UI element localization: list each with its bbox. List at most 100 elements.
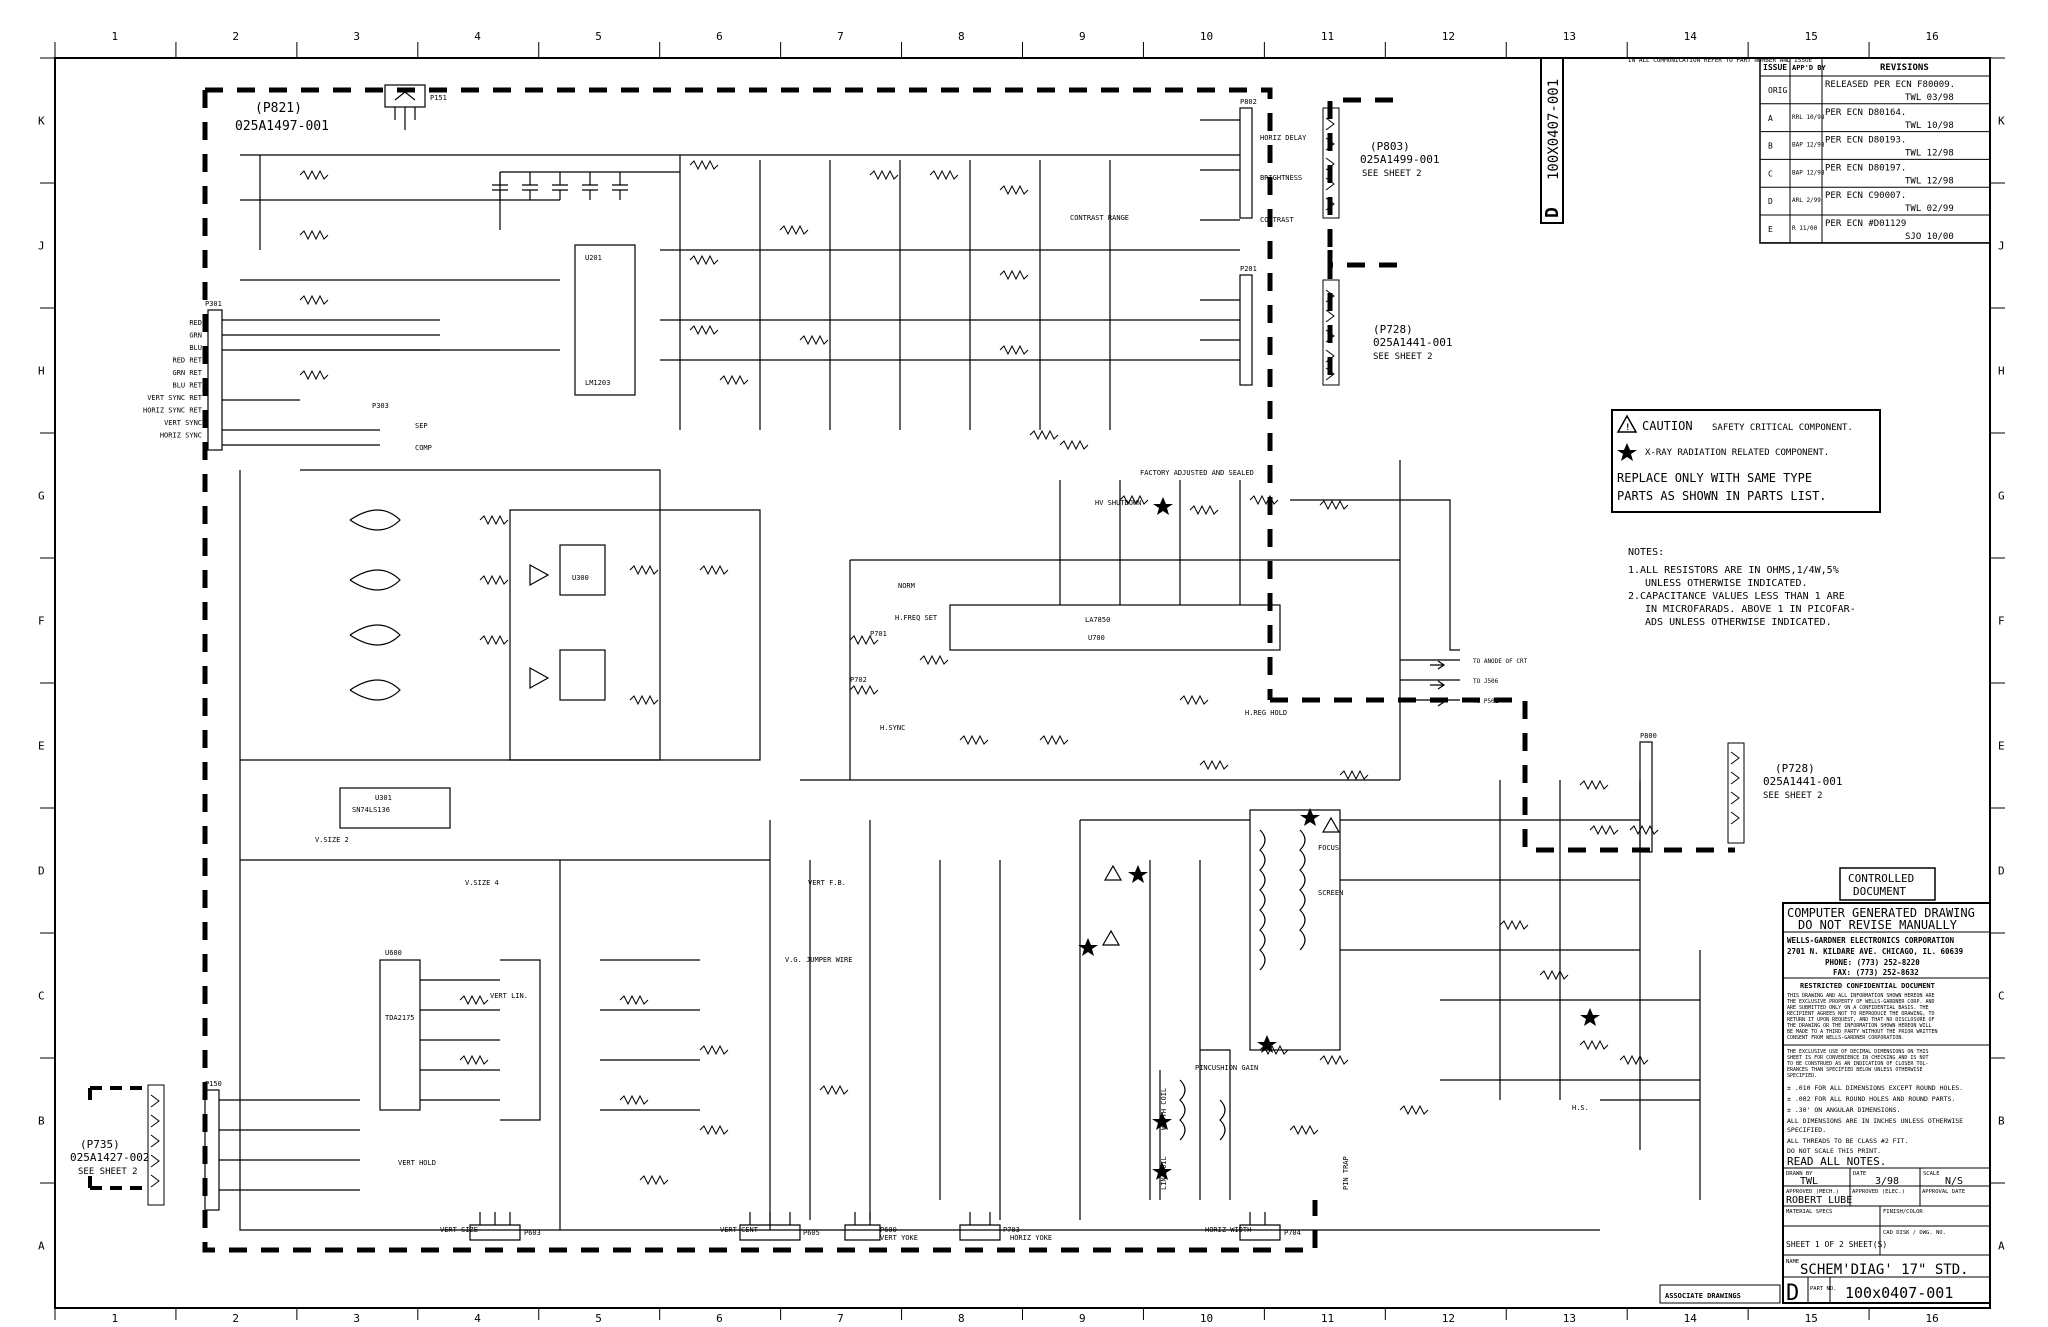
p802-contrast: CONTRAST [1260, 216, 1295, 224]
grid-col-label: 5 [595, 1312, 602, 1325]
grid-row-label: K [38, 115, 45, 128]
confidential-line: THIS DRAWING AND ALL INFORMATION SHOWN H… [1787, 993, 1935, 999]
ic-sn74ls136: SN74LS136 [352, 806, 390, 814]
ic-u600: U600 [385, 949, 402, 957]
notes-block: NOTES: 1.ALL RESISTORS ARE IN OHMS,1/4W,… [1628, 547, 1856, 628]
part-number: 100x0407-001 [1845, 1284, 1953, 1302]
vertical-size-letter: D [1542, 207, 1563, 218]
ic-u201: U201 [585, 254, 602, 262]
grid-row-label: B [38, 1115, 45, 1128]
sep-label: SEP [415, 422, 428, 430]
rgb-input-label: HORIZ SYNC RET [143, 407, 203, 415]
plug-p800: P800 [1640, 732, 1657, 740]
restricted-title: RESTRICTED CONFIDENTIAL DOCUMENT [1800, 982, 1935, 990]
rev-header-revisions: REVISIONS [1880, 63, 1929, 73]
grid-col-label: 8 [958, 1312, 965, 1325]
rev-sign: TWL 03/98 [1905, 93, 1954, 103]
plug-p201: P201 [1240, 265, 1257, 273]
rev-issue: ORIG [1768, 86, 1787, 95]
vert-hold-label: VERT HOLD [398, 1159, 436, 1167]
drawn-label: DRAWN BY [1786, 1171, 1813, 1177]
rev-header-appd: APP'D BY [1792, 64, 1827, 72]
p728-top-part: 025A1441-001 [1373, 336, 1452, 349]
grid-col-label: 15 [1805, 30, 1818, 43]
caution-replace-1: REPLACE ONLY WITH SAME TYPE [1617, 471, 1812, 485]
ic-lm1203: LM1203 [585, 379, 610, 387]
grid-row-label: C [38, 990, 45, 1003]
rgb-input-label: BLU RET [172, 382, 202, 390]
rev-issue: D [1768, 197, 1773, 206]
grid-col-label: 1 [111, 30, 118, 43]
rev-appd: BAP 12/98 [1792, 142, 1825, 149]
p728-top-note: SEE SHEET 2 [1373, 352, 1433, 362]
grid-row-label: G [38, 490, 45, 503]
company-name: WELLS-GARDNER ELECTRONICS CORPORATION [1787, 936, 1955, 945]
vg-jumper-label: V.G. JUMPER WIRE [785, 956, 852, 964]
rev-appd: RRL 10/98 [1792, 114, 1825, 121]
connector-p803: (P803) 025A1499-001 SEE SHEET 2 [1322, 107, 1439, 219]
vert-yoke-label: VERT YOKE [880, 1234, 918, 1242]
controlled-document-box: CONTROLLED DOCUMENT [1839, 867, 1936, 901]
vert-fb-label: VERT F.B. [808, 879, 846, 887]
rev-appd: R 11/00 [1792, 225, 1818, 232]
hfreq-set-label: H.FREQ SET [895, 614, 938, 622]
grid-row-label: H [38, 365, 45, 378]
connector-p728-top: (P728) 025A1441-001 SEE SHEET 2 [1322, 279, 1452, 386]
rgb-input-label: RED RET [172, 357, 202, 365]
note-line-4: IN MICROFARADS. ABOVE 1 IN PICOFAR- [1645, 604, 1856, 615]
notes-title: NOTES: [1628, 547, 1664, 558]
grid-col-label: 13 [1563, 1312, 1576, 1325]
rev-sign: TWL 02/99 [1905, 204, 1954, 214]
plug-p704: P704 [1284, 1229, 1301, 1237]
vert-lin-label: VERT LIN. [490, 992, 528, 1000]
confidential-line: BE MADE TO A THIRD PARTY WITHOUT THE PRI… [1787, 1029, 1938, 1035]
rev-text: PER ECN D80193. [1825, 136, 1906, 146]
rev-issue: A [1768, 114, 1773, 123]
xray-star-icon [1617, 443, 1637, 461]
p728-bottom-note: SEE SHEET 2 [1763, 791, 1823, 801]
chassis-boundary [202, 87, 1735, 1253]
confidential-line: THE EXCLUSIVE PROPERTY OF WELLS-GARDNER … [1787, 999, 1935, 1005]
bottom-plug-labels: VERT SIZE VERT CENT VERT YOKE HORIZ YOKE… [440, 1226, 1251, 1242]
vertical-drawing-number: 100X0407-001 [1546, 79, 1562, 180]
rgb-input-label: VERT SYNC [164, 419, 202, 427]
xray-star-icon [1580, 1008, 1600, 1026]
p728-bottom-part: 025A1441-001 [1763, 775, 1842, 788]
rgb-input-label: BLU [189, 344, 202, 352]
company-fax: FAX: (773) 252-8632 [1833, 968, 1919, 977]
grid-col-label: 7 [837, 30, 844, 43]
confidential-line: THE DRAWING OR THE INFORMATION SHOWN HER… [1787, 1023, 1932, 1029]
xray-star-icon [1128, 865, 1148, 883]
grid-col-label: 1 [111, 1312, 118, 1325]
drawing-name: SCHEM'DIAG' 17" STD. [1800, 1262, 1969, 1278]
rev-appd: ARL 2/99 [1792, 197, 1821, 204]
xray-star-icon [1257, 1035, 1277, 1053]
grid-col-label: 14 [1684, 30, 1698, 43]
grid-col-label: 2 [232, 1312, 239, 1325]
resistor-symbols [299, 159, 1659, 1186]
scale-value: N/S [1945, 1176, 1963, 1187]
caution-triangle-icon [1103, 864, 1123, 881]
ic-tda2175: TDA2175 [385, 1014, 415, 1022]
plug-p150: P150 [205, 1080, 222, 1088]
plug-p605: P605 [803, 1229, 820, 1237]
plug-p702: P702 [850, 676, 867, 684]
grid-row-label: E [38, 740, 45, 753]
comm-note: IN ALL COMMUNICATION REFER TO PART NUMBE… [1628, 57, 1813, 64]
xray-star-icon [1152, 1162, 1172, 1180]
screen-label: SCREEN [1318, 889, 1343, 897]
associate-drawings-box: ASSOCIATE DRAWINGS [1659, 1284, 1781, 1304]
to-anode-label: TO ANODE OF CRT [1473, 658, 1528, 665]
approval-date-label: APPROVAL DATE [1922, 1189, 1965, 1195]
p802-horiz-delay: HORIZ DELAY [1260, 134, 1307, 142]
confidential-line: ARE SUBMITTED ONLY ON A CONFIDENTIAL BAS… [1787, 1005, 1928, 1011]
grid-col-label: 14 [1684, 1312, 1698, 1325]
caution-title: CAUTION [1642, 419, 1693, 433]
date-label: DATE [1853, 1171, 1866, 1177]
focus-label: FOCUS [1318, 844, 1339, 852]
rev-header-issue: ISSUE [1763, 63, 1787, 72]
